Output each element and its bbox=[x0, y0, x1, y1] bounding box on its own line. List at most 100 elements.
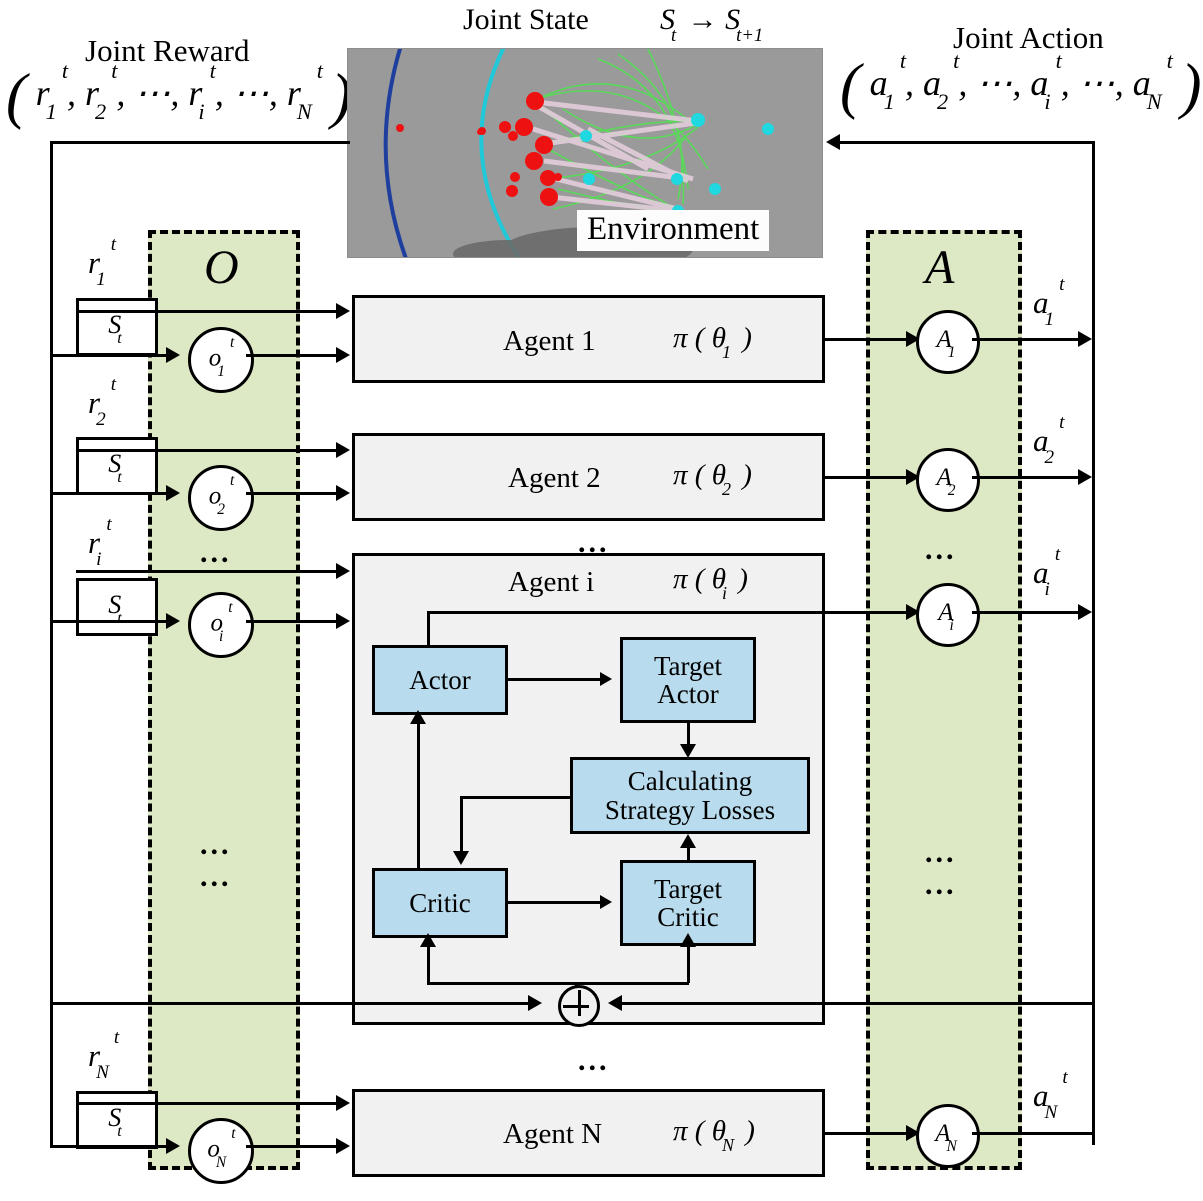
joint-action-title: Joint Action bbox=[953, 20, 1104, 55]
losses-to-critic-arrow bbox=[453, 851, 469, 865]
critic-box[interactable]: Critic bbox=[372, 868, 508, 938]
target-critic-to-losses-arrow bbox=[680, 834, 696, 848]
observation-line-i bbox=[246, 620, 338, 623]
critic-to-actor-arrow bbox=[410, 710, 426, 724]
target-actor-to-losses-line bbox=[687, 723, 690, 745]
agent-out-line-1 bbox=[825, 338, 910, 341]
agent-box-N[interactable] bbox=[352, 1089, 825, 1177]
sum-input-right-arrow bbox=[608, 995, 622, 1011]
state-arrow-2 bbox=[166, 485, 180, 501]
actor-box[interactable]: Actor bbox=[372, 645, 508, 715]
action-ellipsis-2: ... bbox=[925, 836, 957, 869]
feedback-line-top bbox=[840, 141, 1095, 144]
action-output-label-1: a1t bbox=[1033, 273, 1065, 330]
agent-name-i: Agent i bbox=[508, 566, 595, 598]
target-actor-box[interactable]: Target Actor bbox=[620, 637, 756, 723]
agent-policy-1: π ( θ1 ) bbox=[673, 322, 752, 363]
actor-output-line bbox=[427, 611, 911, 614]
observation-arrow-i bbox=[336, 613, 350, 629]
target-actor-label-line2: Actor bbox=[657, 679, 719, 709]
state-line-i bbox=[50, 620, 168, 623]
observation-ellipsis-2: ... bbox=[200, 828, 232, 861]
state-line-N bbox=[50, 1145, 168, 1148]
losses-to-critic-line-v bbox=[460, 796, 463, 852]
sum-input-right-line bbox=[620, 1002, 825, 1005]
observation-arrow-N bbox=[336, 1138, 350, 1154]
agent-ellipsis-1: ... bbox=[578, 526, 610, 559]
action-output-label-N: aNt bbox=[1033, 1066, 1068, 1123]
observation-line-N bbox=[246, 1145, 338, 1148]
sum-operator-node bbox=[558, 985, 600, 1027]
target-actor-label-line1: Target bbox=[653, 650, 723, 681]
buffer-to-critic-arrow bbox=[420, 933, 436, 947]
agent-box-1[interactable] bbox=[352, 295, 825, 383]
joint-reward-vector: ( r1t, r2t, ⋯, rit, ⋯, rNt ) bbox=[6, 58, 352, 131]
action-out-arrow-1 bbox=[1078, 331, 1092, 347]
sum-input-left-line bbox=[352, 1002, 530, 1005]
environment-label: Environment bbox=[577, 210, 770, 251]
action-out-arrow-i bbox=[1078, 604, 1092, 620]
agent-out-line-N bbox=[825, 1132, 910, 1135]
target-critic-line1: Target bbox=[653, 873, 723, 904]
observation-node-2: o2t bbox=[188, 465, 254, 531]
observation-column-label: O bbox=[204, 241, 239, 294]
agent-box-2[interactable] bbox=[352, 433, 825, 521]
reward-line-i bbox=[76, 570, 338, 573]
action-node-i: Ai bbox=[916, 583, 980, 647]
action-node-N: AN bbox=[916, 1104, 980, 1168]
observation-ellipsis-1: ... bbox=[200, 536, 232, 569]
agent-name-1: Agent 1 bbox=[503, 325, 596, 357]
reward-arrow-i bbox=[336, 563, 350, 579]
buffer-to-target-critic-arrow bbox=[680, 933, 696, 947]
action-out-line-2 bbox=[972, 476, 1082, 479]
feedback-arrow-left bbox=[826, 134, 840, 150]
action-column-label: A bbox=[925, 241, 955, 294]
state-box-i: St bbox=[76, 578, 158, 636]
agent-name-2: Agent 2 bbox=[508, 462, 601, 494]
actor-label: Actor bbox=[409, 664, 471, 695]
reward-line-N bbox=[76, 1102, 338, 1105]
agent-policy-i: π ( θi ) bbox=[673, 563, 748, 604]
joint-state-transition: St → St+1 bbox=[660, 3, 764, 46]
joint-state-title: Joint State bbox=[463, 3, 589, 36]
agent-out-line-2 bbox=[825, 476, 910, 479]
right-collector-line bbox=[1092, 141, 1095, 1145]
action-ellipsis-1: ... bbox=[925, 533, 957, 566]
calculating-losses-box[interactable]: Calculating Strategy Losses bbox=[570, 757, 810, 834]
actor-to-target-actor-arrow bbox=[600, 672, 612, 686]
observation-line-1 bbox=[246, 354, 338, 357]
state-arrow-N bbox=[166, 1138, 180, 1154]
state-line-2 bbox=[50, 492, 168, 495]
agent-policy-N: π ( θN ) bbox=[673, 1115, 755, 1156]
observation-arrow-1 bbox=[336, 347, 350, 363]
action-out-line-1 bbox=[972, 338, 1082, 341]
actor-output-riser bbox=[427, 611, 430, 645]
actor-to-target-actor-line bbox=[508, 678, 600, 681]
joint-action-vector: ( a1t, a2t, ⋯, ait, ⋯, aNt ) bbox=[840, 48, 1202, 121]
observation-node-N: oNt bbox=[188, 1118, 254, 1184]
action-out-line-N bbox=[972, 1132, 1094, 1135]
buffer-to-target-critic-riser bbox=[687, 945, 690, 983]
observation-node-i: oit bbox=[188, 592, 254, 658]
joint-reward-title: Joint Reward bbox=[85, 33, 250, 68]
buffer-to-critic-riser bbox=[427, 945, 430, 983]
reward-arrow-2 bbox=[336, 442, 350, 458]
action-node-1: A1 bbox=[916, 310, 980, 374]
calculating-losses-line2: Strategy Losses bbox=[604, 794, 776, 825]
agent-policy-2: π ( θ2 ) bbox=[673, 459, 752, 500]
losses-to-critic-line-h bbox=[460, 796, 572, 799]
reward-bus-vertical bbox=[50, 141, 53, 1146]
critic-label: Critic bbox=[409, 887, 471, 918]
reward-line-2 bbox=[76, 449, 338, 452]
action-ellipsis-3: ... bbox=[925, 868, 957, 901]
reward-label-i: rit bbox=[88, 513, 112, 570]
state-arrow-1 bbox=[166, 347, 180, 363]
reward-label-2: r2t bbox=[88, 373, 117, 430]
critic-to-actor-line bbox=[417, 722, 420, 870]
state-box-N: St bbox=[76, 1091, 158, 1149]
buffer-bus-line bbox=[427, 982, 689, 985]
observation-ellipsis-3: ... bbox=[200, 860, 232, 893]
state-box-2: St bbox=[76, 437, 158, 495]
target-critic-to-losses-line bbox=[687, 846, 690, 862]
